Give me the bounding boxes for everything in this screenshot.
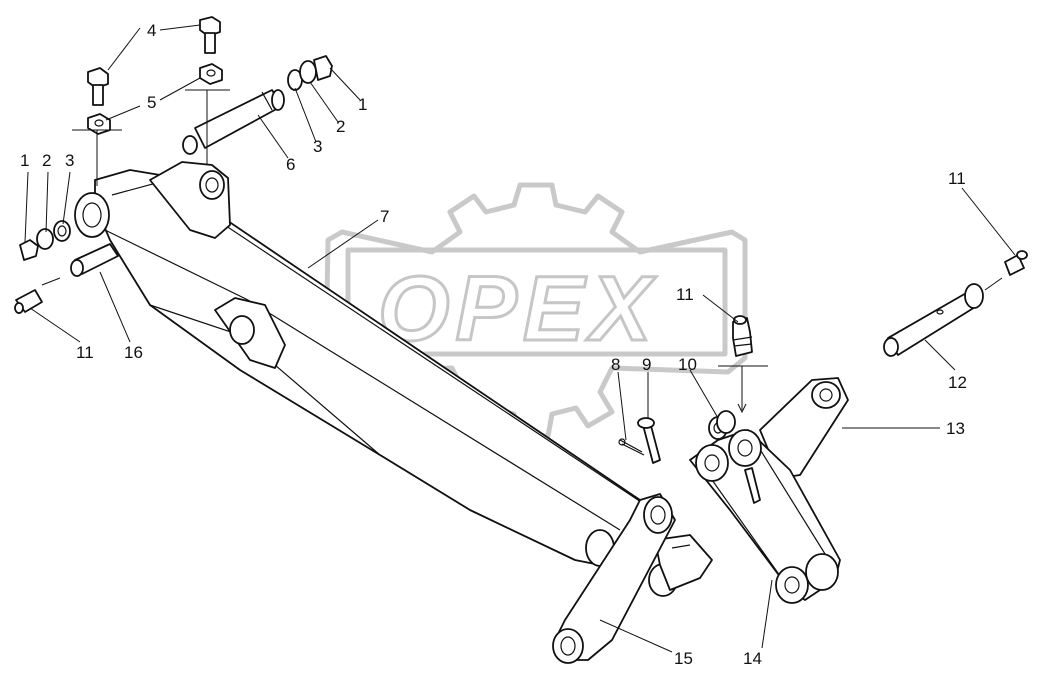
callout-12: 12 bbox=[948, 373, 967, 392]
callout-1-left: 1 bbox=[20, 151, 29, 170]
leader-lines bbox=[24, 24, 1016, 653]
main-boom bbox=[74, 161, 713, 597]
callout-1-top: 1 bbox=[358, 95, 367, 114]
callout-labels: 4 5 1 2 3 6 7 1 2 3 11 16 11 8 9 10 11 1… bbox=[20, 21, 967, 668]
callout-2-left: 2 bbox=[42, 151, 51, 170]
pin-12 bbox=[883, 283, 984, 357]
callout-8: 8 bbox=[611, 355, 620, 374]
callout-3-top: 3 bbox=[313, 137, 322, 156]
callout-10: 10 bbox=[678, 355, 697, 374]
callout-11-left: 11 bbox=[76, 343, 94, 362]
pin-and-cotter bbox=[618, 417, 661, 464]
callout-2-top: 2 bbox=[336, 117, 345, 136]
callout-13: 13 bbox=[946, 419, 965, 438]
lower-link bbox=[552, 493, 676, 664]
opex-watermark: OPEX bbox=[323, 182, 748, 439]
grease-fitting-right bbox=[1004, 250, 1028, 276]
left-hardware bbox=[14, 220, 119, 314]
callout-4: 4 bbox=[147, 21, 156, 40]
double-link bbox=[689, 429, 841, 604]
pin-6 bbox=[182, 55, 333, 155]
callout-5: 5 bbox=[147, 93, 156, 112]
grease-fitting-center bbox=[732, 315, 753, 357]
callout-11-right: 11 bbox=[948, 169, 966, 188]
callout-6: 6 bbox=[286, 155, 295, 174]
bolts-and-nuts bbox=[87, 16, 223, 135]
washers-10 bbox=[708, 410, 736, 440]
callout-3-left: 3 bbox=[65, 151, 74, 170]
callout-14: 14 bbox=[743, 649, 762, 668]
assembly-brackets bbox=[41, 89, 1003, 414]
callout-11-center: 11 bbox=[676, 285, 694, 304]
callout-7: 7 bbox=[380, 207, 389, 226]
callout-15: 15 bbox=[674, 649, 693, 668]
callout-9: 9 bbox=[642, 355, 651, 374]
callout-16: 16 bbox=[124, 343, 143, 362]
watermark-text: OPEX bbox=[378, 258, 658, 360]
